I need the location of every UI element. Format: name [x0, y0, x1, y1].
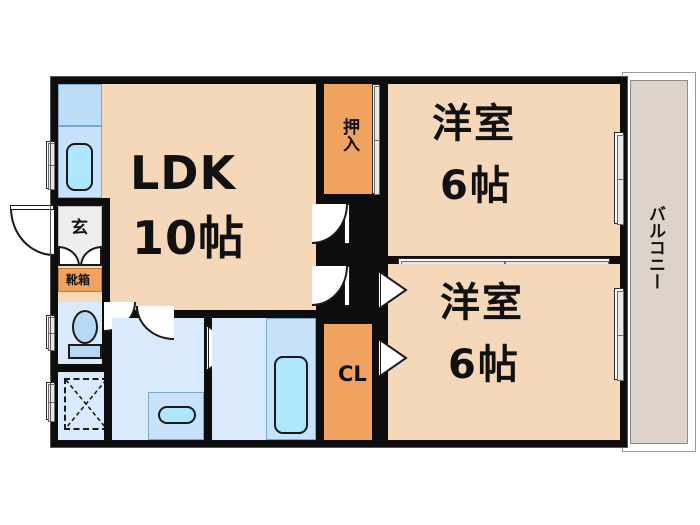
kitchen-counter-upper [58, 84, 102, 126]
room-bedroom-top [388, 84, 620, 256]
wall-oshiire-right [380, 76, 388, 202]
wall-toilet-bottom [50, 364, 110, 372]
balcony-area [630, 80, 688, 444]
wall-entrance-jamb-top [50, 198, 58, 208]
wall-cl-right [372, 316, 380, 448]
bedroom-bottom-label: 洋室 [440, 280, 524, 326]
wall-vanity-right [204, 318, 212, 440]
bedroom-bottom-size-label: 6帖 [448, 342, 520, 388]
bedroom-bottom-balcony-window[interactable] [614, 288, 624, 381]
wall-cl-left [316, 316, 324, 448]
wall-toilet-right [102, 302, 110, 364]
cl-door-lower-arrow-icon [380, 340, 408, 376]
ldk-label: LDK [130, 146, 237, 200]
cl-closet-label: CL [338, 362, 367, 386]
room-bedroom-bottom [388, 264, 620, 440]
washbasin [158, 406, 196, 424]
wall-vanity-left [104, 364, 112, 440]
front-door-swing[interactable] [10, 208, 54, 256]
wall-entrance-jamb-bottom [50, 256, 58, 310]
ldk-size-label: 10帖 [132, 211, 246, 265]
shoe-box [58, 268, 102, 292]
wall-oshiire-left [316, 76, 324, 202]
oshiire-closet [324, 84, 372, 194]
washroom-window[interactable] [46, 382, 55, 422]
kitchen-sink [66, 143, 93, 191]
oshiire-label: 押入 [339, 118, 359, 152]
bedroom-top-size-label: 6帖 [440, 163, 512, 209]
washing-machine-cross-icon [65, 379, 107, 429]
cl-door-upper-arrow-icon [380, 272, 408, 308]
bathtub [274, 356, 308, 434]
shoe-box-label: 靴箱 [66, 273, 91, 287]
toilet-bowl [72, 310, 98, 344]
wall-ldk-bottom [102, 310, 324, 318]
wall-entrance-right [102, 198, 110, 310]
toilet-window[interactable] [46, 315, 55, 351]
bedroom-top-balcony-window[interactable] [614, 132, 624, 225]
wall-kitchen-bottom [58, 198, 110, 206]
entrance-label: 玄 [71, 218, 88, 238]
front-door-leaf[interactable] [10, 205, 54, 210]
oshiire-sliding-door[interactable] [372, 84, 380, 195]
balcony-label: バルコニー [645, 205, 665, 290]
wall-oshiire-bottom [316, 194, 388, 202]
toilet-tank [68, 344, 102, 359]
bedroom-top-label: 洋室 [432, 101, 516, 147]
kitchen-window[interactable] [46, 141, 55, 190]
cl-closet [324, 324, 372, 440]
